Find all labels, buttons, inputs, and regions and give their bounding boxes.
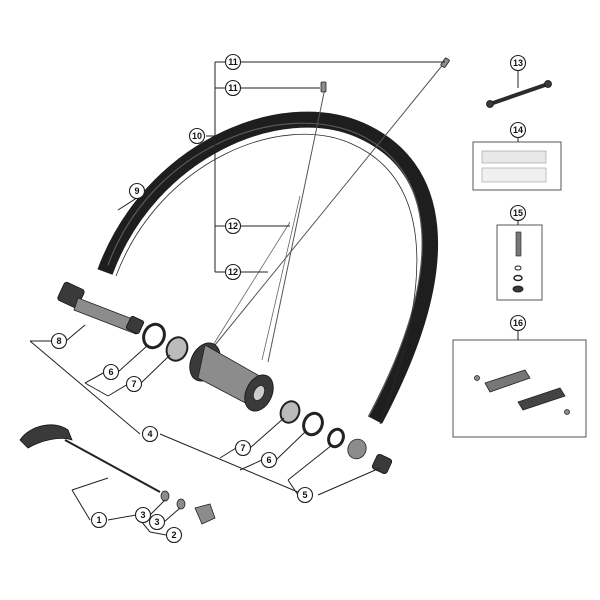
svg-text:8: 8 — [56, 336, 61, 346]
svg-text:10: 10 — [192, 131, 202, 141]
callout-2: 2 — [165, 526, 183, 544]
svg-text:11: 11 — [228, 83, 238, 93]
callout-12-lower: 12 — [224, 263, 242, 281]
callout-11-nipple: 11 — [224, 79, 242, 97]
callout-6-left: 6 — [102, 363, 120, 381]
hub-body — [189, 342, 274, 412]
callout-13: 13 — [509, 54, 527, 72]
left-bearing-parts — [142, 322, 189, 362]
svg-text:6: 6 — [266, 455, 271, 465]
callout-14: 14 — [509, 121, 527, 139]
svg-text:2: 2 — [171, 530, 176, 540]
right-bearing-parts — [279, 400, 393, 475]
rim — [97, 111, 439, 425]
callout-7-left: 7 — [125, 375, 143, 393]
callout-15: 15 — [509, 204, 527, 222]
svg-text:6: 6 — [108, 367, 113, 377]
callout-5: 5 — [296, 486, 314, 504]
callout-9: 9 — [128, 182, 146, 200]
callout-12-upper: 12 — [224, 217, 242, 235]
svg-text:5: 5 — [302, 490, 307, 500]
svg-text:12: 12 — [228, 221, 238, 231]
callout-3-upper: 3 — [134, 506, 152, 524]
spoke-tool — [486, 80, 552, 108]
hub-axle — [57, 281, 145, 335]
svg-text:7: 7 — [240, 443, 245, 453]
svg-text:3: 3 — [154, 517, 159, 527]
svg-text:4: 4 — [147, 429, 152, 439]
callout-16: 16 — [509, 314, 527, 332]
svg-text:14: 14 — [513, 125, 523, 135]
callout-1: 1 — [90, 511, 108, 529]
spokes — [209, 61, 446, 363]
label-sticker-box — [472, 141, 562, 191]
valve-parts-box — [496, 224, 543, 301]
quick-release — [19, 424, 216, 525]
svg-text:16: 16 — [513, 318, 523, 328]
brake-pads-box — [452, 339, 587, 438]
leader-lines — [29, 61, 519, 536]
callout-10: 10 — [188, 127, 206, 145]
callout-6-right: 6 — [260, 451, 278, 469]
svg-text:13: 13 — [513, 58, 523, 68]
svg-text:3: 3 — [140, 510, 145, 520]
svg-text:7: 7 — [131, 379, 136, 389]
callout-3-lower: 3 — [148, 513, 166, 531]
callout-11-top: 11 — [224, 53, 242, 71]
svg-text:11: 11 — [228, 57, 238, 67]
svg-text:9: 9 — [134, 186, 139, 196]
callout-7-right: 7 — [234, 439, 252, 457]
svg-text:12: 12 — [228, 267, 238, 277]
callout-4: 4 — [141, 425, 159, 443]
svg-text:15: 15 — [513, 208, 523, 218]
svg-text:1: 1 — [96, 515, 101, 525]
spoke-nipples — [320, 57, 450, 93]
callout-8: 8 — [50, 332, 68, 350]
